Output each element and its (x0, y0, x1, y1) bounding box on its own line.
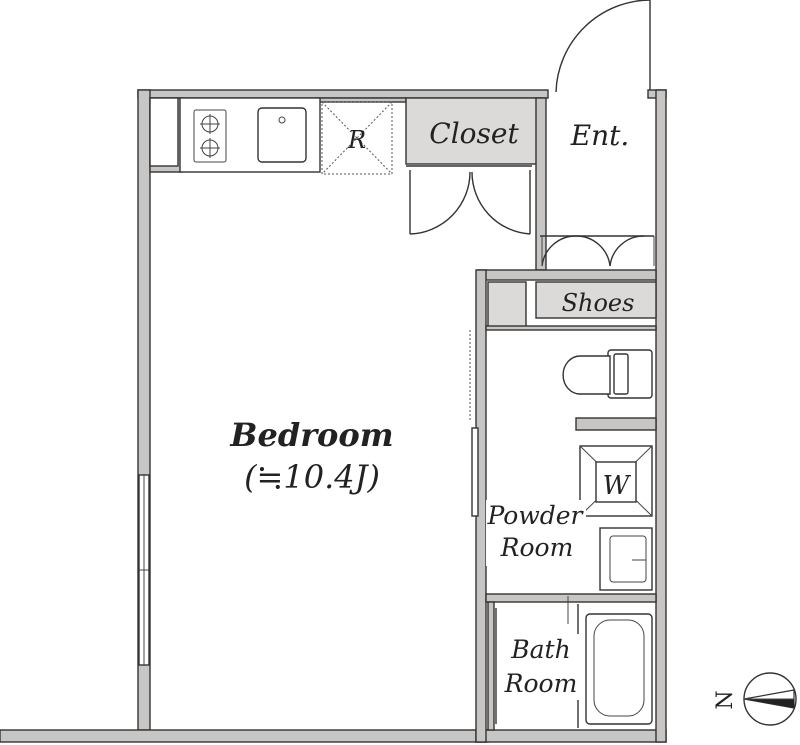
shoes-label: Shoes (562, 289, 635, 317)
entrance-walls: Ent. (477, 97, 657, 281)
powder-room-label-line2: Room (500, 533, 574, 562)
closet-label: Closet (429, 117, 519, 150)
bathtub-icon (585, 613, 653, 725)
entrance-label: Ent. (570, 119, 630, 152)
left-window (138, 474, 150, 666)
toilet-icon (562, 349, 653, 399)
shoes-cabinet: Shoes (535, 281, 657, 319)
refrigerator-label: R (347, 126, 366, 154)
north-label: N (713, 690, 738, 709)
bath-room-label-line2: Room (504, 669, 578, 698)
bedroom-name: Bedroom (229, 416, 393, 454)
compass: N (713, 672, 797, 726)
bath-room-label-line1: Bath (510, 635, 570, 664)
washbasin-icon (599, 527, 653, 591)
refrigerator-space: R (321, 101, 393, 175)
sink-icon (257, 107, 307, 163)
interior-walls (469, 269, 657, 743)
stove-icon (193, 109, 227, 163)
bedroom-label: Bedroom (≒10.4J) (229, 416, 393, 496)
powder-room-label-line1: Powder (486, 501, 584, 530)
entrance-door (555, 0, 651, 93)
washer-space: W (579, 445, 653, 517)
bedroom-size: (≒10.4J) (244, 458, 380, 496)
washer-label: W (603, 471, 632, 501)
kitchen-counter (149, 97, 321, 173)
closet: Closet (405, 97, 543, 235)
bathroom (487, 596, 653, 731)
